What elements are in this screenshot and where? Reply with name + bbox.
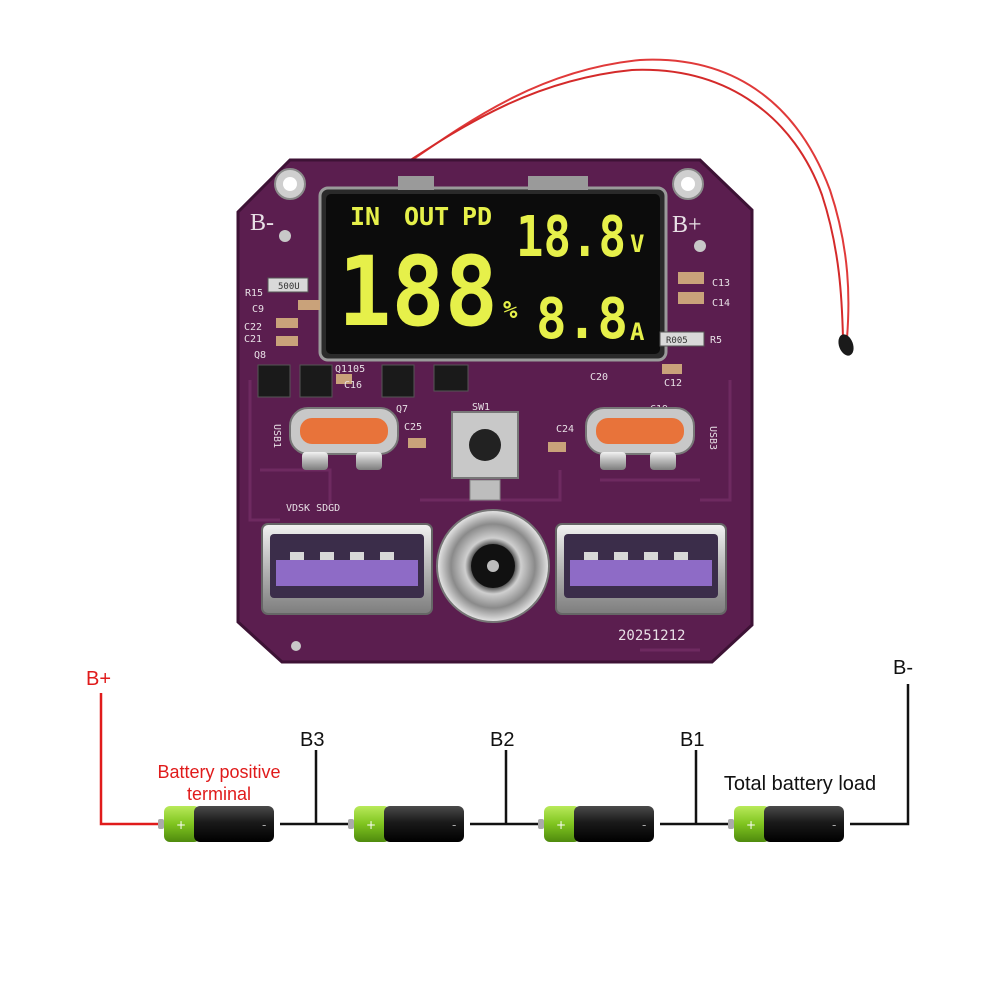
power-bank-pcb: B- B+ IN OUT PD 188 % 18.8 V 8.8 A 500U	[236, 58, 854, 664]
silk-q8: Q8	[254, 350, 266, 361]
thermistor-wire-b	[394, 68, 844, 339]
label-positive-line1: Battery positive	[157, 762, 280, 782]
top-connector-right	[528, 176, 588, 190]
label-b1: B1	[680, 729, 704, 751]
lcd-in-label: IN	[350, 202, 380, 231]
label-b-minus: B-	[893, 657, 913, 679]
mounting-hole-left	[274, 168, 306, 200]
silk-date-code: 20251212	[618, 628, 685, 644]
lcd-big-digits: 188	[338, 236, 498, 348]
silk-q7: Q7	[396, 404, 408, 415]
battery-cell: + -	[158, 806, 274, 842]
lcd-voltage-digits: 18.8	[516, 205, 626, 270]
silk-usb3: USB3	[707, 426, 718, 450]
silk-sw1: SW1	[472, 402, 490, 413]
silk-c22: C22	[244, 322, 262, 333]
label-b2: B2	[490, 729, 514, 751]
smd-components-left: 500U Q1105 C16 C9 C22 C21 Q8 R15	[244, 277, 469, 398]
silk-c25: C25	[404, 422, 422, 433]
silk-c20: C20	[590, 372, 608, 383]
resistor-r005: R005	[666, 336, 688, 346]
wire-b-minus	[850, 684, 910, 826]
battery-minus-sign: -	[262, 818, 266, 832]
silk-b-plus: B+	[672, 212, 702, 238]
resistor-500u: 500U	[278, 282, 300, 292]
usb-c-port-left: USB1	[271, 407, 399, 470]
silk-pin-labels: VDSK SDGD	[286, 503, 340, 514]
silk-r5: R5	[710, 335, 722, 346]
pad-b-minus	[279, 230, 291, 242]
lcd-current-digits: 8.8	[536, 287, 628, 352]
battery-cell: + -	[728, 806, 844, 842]
silk-c24: C24	[556, 424, 574, 435]
silk-c16: C16	[344, 380, 362, 391]
mounting-hole-right	[672, 168, 704, 200]
silk-c12: C12	[664, 378, 682, 389]
battery-cell: + -	[348, 806, 464, 842]
wire-b-plus	[99, 693, 162, 826]
pad-b-plus	[694, 240, 706, 252]
lcd-out-label: OUT	[404, 202, 449, 231]
lcd-pd-label: PD	[462, 202, 492, 231]
battery-plus-sign: +	[176, 818, 186, 832]
usb-a-port-right	[555, 523, 727, 615]
top-connector-left	[398, 176, 434, 190]
thermistor-bead	[838, 334, 854, 356]
silk-c14: C14	[712, 298, 730, 309]
battery-minus-sign: -	[832, 818, 836, 832]
usb-a-port-left	[261, 523, 433, 615]
pcb-traces	[248, 380, 732, 652]
silk-usb1: USB1	[271, 424, 282, 448]
thermistor-wire-a	[404, 58, 850, 339]
fiducial-dot	[291, 641, 301, 651]
lcd-current-unit: A	[630, 318, 645, 346]
battery-plus-sign: +	[556, 818, 566, 832]
label-b3: B3	[300, 729, 324, 751]
silk-c21: C21	[244, 334, 262, 345]
label-positive-line2: terminal	[187, 784, 251, 804]
battery-minus-sign: -	[452, 818, 456, 832]
battery-cell: + -	[538, 806, 654, 842]
dc-barrel-jack	[436, 509, 550, 623]
tactile-switch: SW1 Q7 C25 C24	[396, 402, 574, 501]
label-total-load: Total battery load	[724, 773, 876, 795]
usb-c-port-right: USB3	[585, 407, 718, 470]
battery-plus-sign: +	[746, 818, 756, 832]
lcd-voltage-unit: V	[630, 230, 644, 258]
battery-minus-sign: -	[642, 818, 646, 832]
silk-q1105: Q1105	[335, 364, 365, 375]
silk-b-minus: B-	[250, 210, 274, 236]
lcd-percent-sign: %	[503, 296, 518, 324]
lcd-display: IN OUT PD 188 % 18.8 V 8.8 A	[318, 186, 668, 362]
series-wiring: B+ B- B3 B2 B1 Battery positive terminal…	[86, 657, 913, 842]
silk-r15: R15	[245, 288, 263, 299]
label-b-plus: B+	[86, 668, 111, 690]
silk-c13: C13	[712, 278, 730, 289]
silk-c9: C9	[252, 304, 264, 315]
battery-plus-sign: +	[366, 818, 376, 832]
